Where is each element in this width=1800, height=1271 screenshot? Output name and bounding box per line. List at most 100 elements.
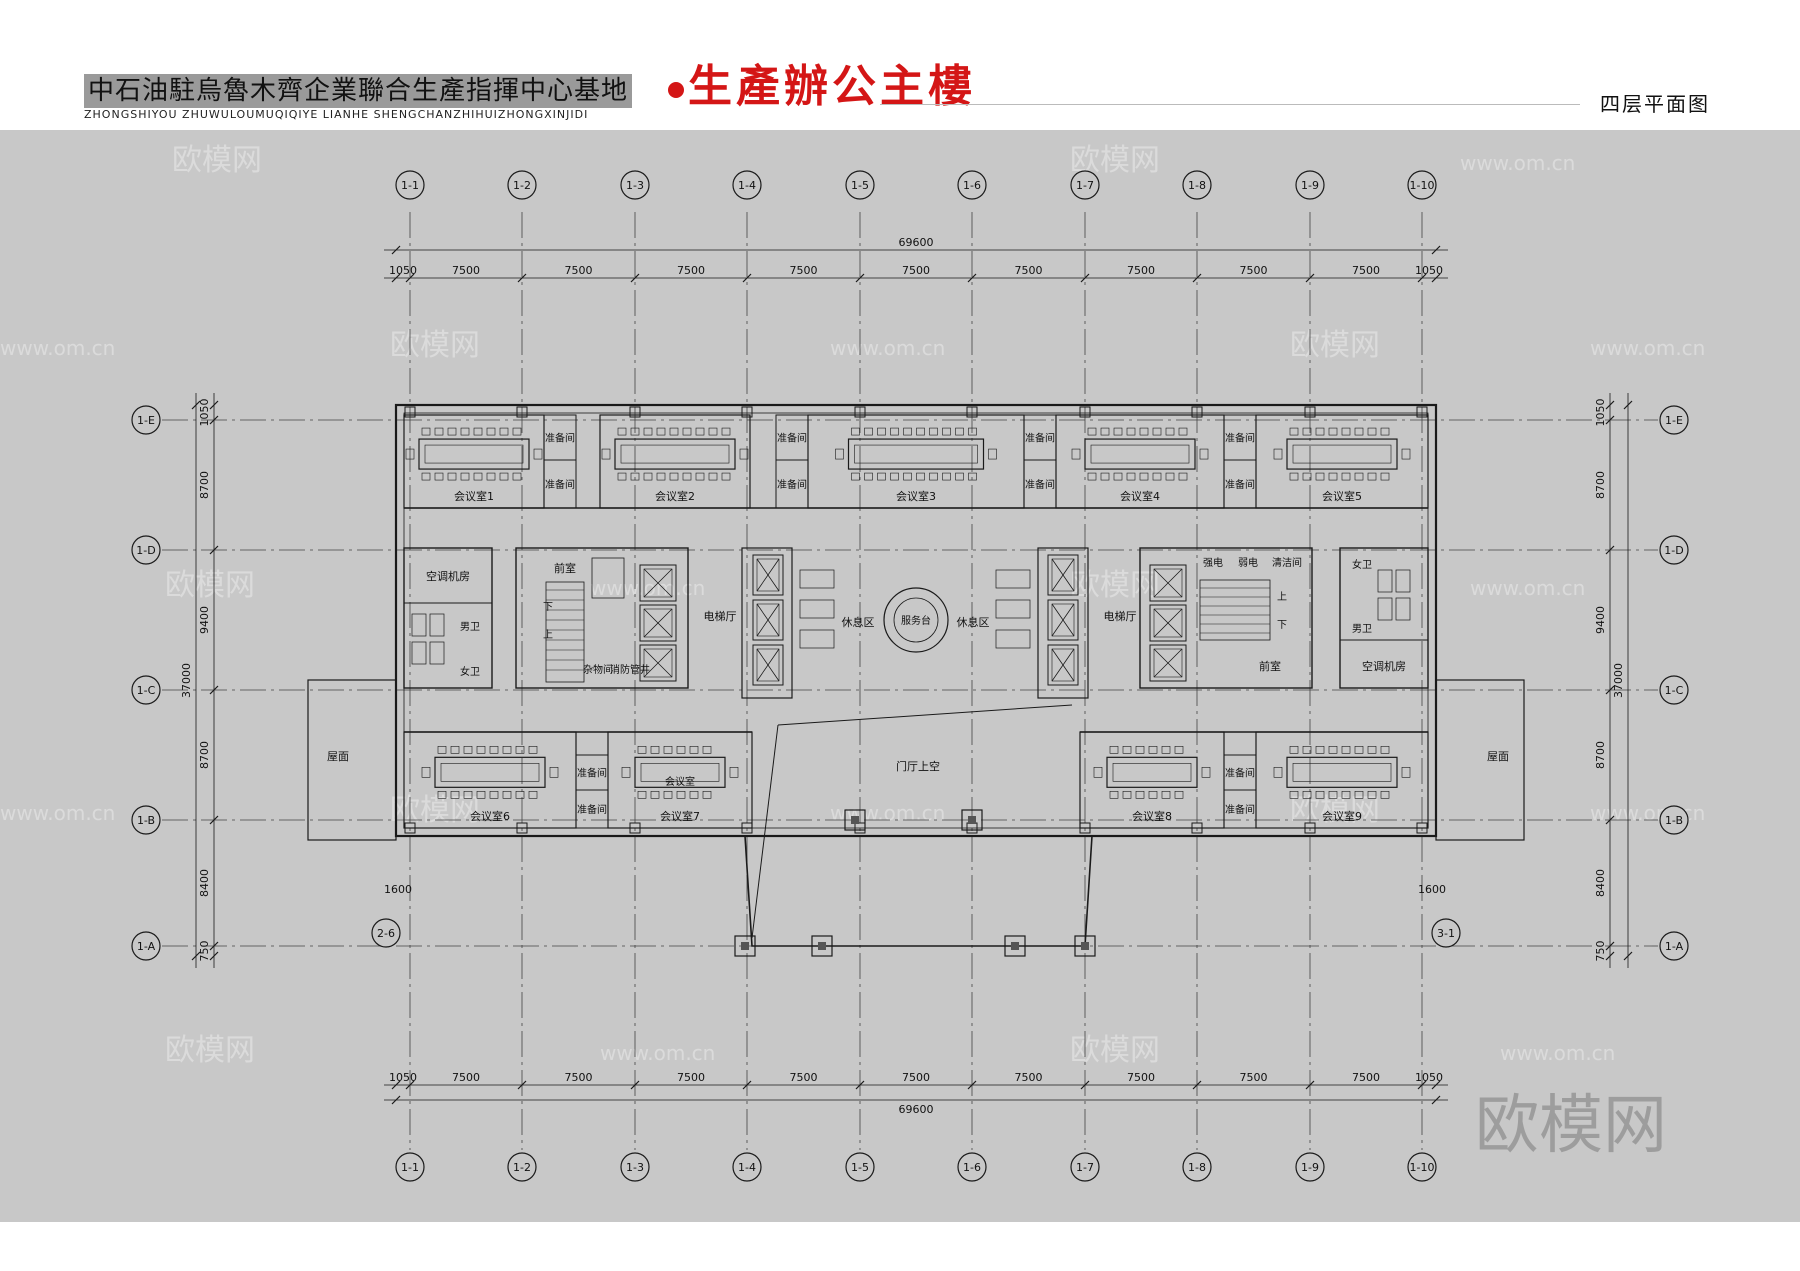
meeting-room (1255, 731, 1429, 829)
conference-table-inner (620, 444, 730, 464)
dimension-tick (391, 273, 401, 283)
lobby-void-edge (777, 704, 1073, 726)
watermark-logo-text: 欧模网 (1290, 793, 1380, 828)
dimension-label: 1050 (198, 399, 211, 427)
conference-table (847, 438, 985, 470)
chair (890, 472, 899, 481)
structural-column (966, 406, 978, 418)
meeting-room-wall (1255, 731, 1429, 829)
chair (1093, 767, 1103, 778)
axis-bubble-right-label: 1-C (1665, 684, 1684, 697)
chair (637, 791, 647, 799)
elevator-cross (756, 648, 780, 682)
axis-bubble-left-label: 1-D (136, 544, 155, 557)
elevator-car (1153, 608, 1183, 638)
meeting-room (807, 414, 1025, 509)
dimension-tick (1417, 273, 1427, 283)
chair (515, 746, 525, 754)
chair (1341, 791, 1351, 799)
chair (1071, 448, 1081, 460)
watermark-url-text: www.om.cn (590, 576, 705, 600)
axis-bubble-bottom-label: 1-3 (626, 1161, 644, 1174)
lobby-column-core (1081, 942, 1089, 950)
chair (968, 472, 977, 481)
watermark-url-text: www.om.cn (830, 336, 945, 360)
dimension-tick (1080, 1080, 1090, 1090)
dimension-tick (855, 1080, 865, 1090)
lobby-column (734, 935, 756, 957)
axis-bubble-top-label: 1-5 (851, 179, 869, 192)
prep-room-label: 准备间 (777, 432, 807, 445)
axis-bubble-right-circle (1659, 405, 1689, 435)
conference-table-inner (424, 444, 524, 464)
chair (421, 767, 431, 778)
dimension-tick (1623, 400, 1633, 410)
chair (1401, 767, 1411, 778)
chair (512, 472, 522, 481)
lounge-seat (799, 599, 835, 619)
lobby-column-core (968, 816, 976, 824)
axis-bubble-bottom-circle (395, 1152, 425, 1182)
chair (549, 767, 559, 778)
lobby-column (844, 809, 866, 831)
axis-bubble-bottom-circle (1295, 1152, 1325, 1182)
sheet-title: 四层平面图 (1600, 92, 1710, 116)
weak-elec-label: 弱电 (1238, 556, 1258, 569)
elevator-shaft (1047, 644, 1079, 686)
toilet-stall (1395, 597, 1411, 621)
elevator-cross (1153, 608, 1183, 638)
watermark-logo-text: 欧模网 (390, 328, 480, 363)
chair (656, 472, 666, 481)
axis-bubble-left-circle (131, 675, 161, 705)
chair (1328, 791, 1338, 799)
east-stair (1199, 579, 1271, 641)
axis-bubble-left-circle (131, 805, 161, 835)
dimension-tick (1192, 273, 1202, 283)
chair (1122, 791, 1132, 799)
chair (1165, 427, 1175, 436)
dimension-tick (742, 1080, 752, 1090)
chair (1302, 427, 1312, 436)
dimension-tick (1431, 1095, 1441, 1105)
title-bullet-icon (668, 82, 684, 98)
dimension-label: 7500 (1127, 1071, 1155, 1084)
meeting-room-label: 会议室4 (1120, 489, 1160, 503)
watermark-logo-text: 欧模网 (1070, 1033, 1160, 1068)
conference-table (1286, 438, 1398, 470)
chair (1126, 427, 1136, 436)
axis-bubble-top-label: 1-6 (963, 179, 981, 192)
axis-bubble-right-label: 1-E (1665, 414, 1683, 427)
lobby-void-label: 门厅上空 (896, 759, 940, 773)
chair (877, 427, 886, 436)
chair (1380, 427, 1390, 436)
dimension-tick (1605, 941, 1615, 951)
dimension-tick (209, 545, 219, 555)
chair (1135, 791, 1145, 799)
chair (630, 472, 640, 481)
chair (1354, 427, 1364, 436)
elevator-shaft (1149, 604, 1187, 642)
meeting-room (1255, 414, 1429, 509)
axis-bubble-top-circle (845, 170, 875, 200)
dimension-label: 8700 (198, 741, 211, 769)
chair (1289, 472, 1299, 481)
elevator-car (643, 648, 673, 678)
elevator-car (756, 558, 780, 592)
chair (1113, 427, 1123, 436)
chair (447, 472, 457, 481)
elevator-car (643, 568, 673, 598)
chair (1100, 472, 1110, 481)
prep-room-label: 准备间 (777, 478, 807, 491)
chair (1341, 472, 1351, 481)
female-wc-label: 女卫 (460, 665, 480, 678)
chair (463, 791, 473, 799)
east-roof-outline (1435, 679, 1525, 841)
chair (877, 472, 886, 481)
axis-bubble-top-label: 1-9 (1301, 179, 1319, 192)
chair (1380, 791, 1390, 799)
chair (1289, 791, 1299, 799)
dimension-tick (630, 273, 640, 283)
axis-bubble-right-circle (1659, 535, 1689, 565)
dimension-tick (1431, 273, 1441, 283)
